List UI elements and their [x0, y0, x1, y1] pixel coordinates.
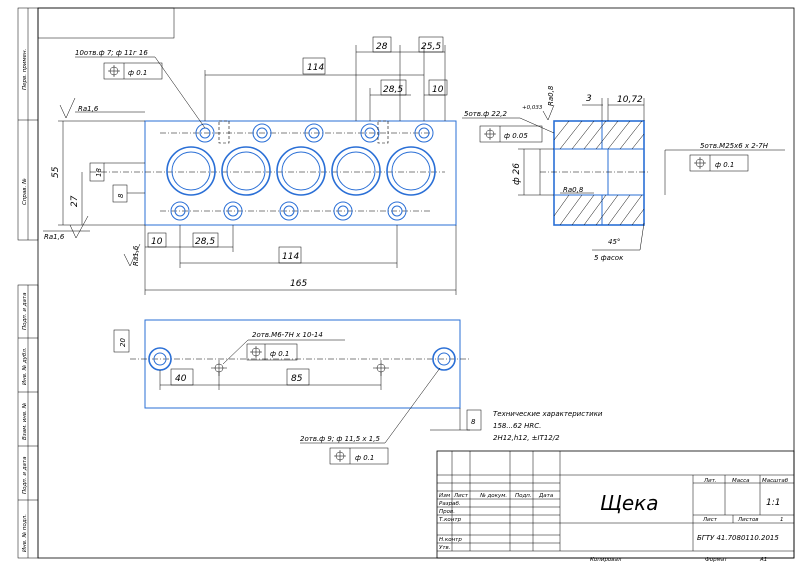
section-view: 3 10,72 ф 26 Ra0,8 Ra0,8 5отв.ф 22,2 +0,…	[462, 85, 785, 262]
tb-row-nkontr: Н.контр	[439, 537, 462, 543]
section-thread-callout: 5отв.М25х6 х 2-7H	[700, 142, 769, 150]
rough-ra16-bottom: Ra1,6	[132, 245, 140, 266]
side-strip: Перв. примен. Справ. № Подп. и дата Инв.…	[17, 7, 39, 559]
section-hole-callout: 5отв.ф 22,2	[464, 110, 508, 118]
chamfer-angle: 45°	[608, 238, 620, 246]
bottom-view-outline	[144, 319, 461, 409]
tb-lit: Лит.	[703, 478, 717, 484]
tb-col-sign: Подп.	[515, 493, 532, 499]
tb-row-tkontr: Т.контр	[439, 517, 462, 523]
tb-col-izm: Изм	[439, 493, 450, 499]
rough-ra16-top: Ra1,6	[78, 105, 99, 113]
tb-format-value: А1	[759, 557, 767, 563]
title-block: Изм Лист № докум. Подп. Дата Разраб. Про…	[436, 450, 795, 563]
dim-28-5-bottom: 28,5	[195, 237, 215, 247]
side-label-1: Справ. №	[22, 178, 28, 205]
tech-notes-line1: 158...62 HRC.	[493, 422, 541, 430]
side-label-5: Подп. и дата	[22, 456, 28, 494]
small-holes-top	[195, 123, 434, 143]
tech-notes: Технические характеристики 158...62 HRC.…	[493, 410, 603, 442]
tb-massa: Масса	[732, 478, 750, 484]
tech-notes-heading: Технические характеристики	[493, 410, 603, 418]
tb-listov-value: 1	[780, 517, 784, 523]
section-hole-tol-sup: +0,033	[522, 105, 543, 111]
tb-kopiroval: Копировал	[590, 557, 622, 563]
tb-list: Лист	[702, 517, 718, 523]
tb-col-list: Лист	[453, 493, 469, 499]
side-label-6: Инв. № подл.	[22, 514, 28, 552]
side-label-3: Инв. № дубл.	[22, 347, 28, 385]
dim-28: 28	[376, 42, 388, 52]
small-holes-bottom	[170, 201, 407, 221]
side-label-0: Перв. примен.	[22, 48, 28, 90]
side-label-2: Подп. и дата	[22, 292, 28, 330]
tb-format: Формат	[705, 557, 728, 563]
section-hatch	[553, 120, 645, 226]
bottom-view: 20 40 85 2отв.М6-7H х 10-14 ф 0.1 2отв.ф…	[113, 319, 482, 465]
dim-25-5: 25,5	[421, 42, 441, 52]
drawing-frame	[37, 7, 795, 559]
dim-40: 40	[175, 374, 187, 384]
bottom-hole-callout: 2отв.ф 9; ф 11,5 х 1,5	[300, 435, 380, 443]
large-bores	[166, 146, 436, 196]
tb-masshtab: Масштаб	[762, 478, 789, 484]
tb-listov: Листов	[737, 517, 759, 523]
dim-114-top: 114	[307, 63, 324, 73]
dim-8: 8	[117, 193, 125, 198]
dim-85: 85	[291, 374, 303, 384]
side-label-4: Взам. инв. №	[22, 402, 28, 440]
rough-ra08-top: Ra0,8	[547, 85, 555, 106]
dim-20: 20	[119, 338, 127, 347]
chamfer-note: 5 фасок	[594, 254, 624, 262]
dim-55: 55	[51, 166, 61, 178]
section-thread-tol: ф 0.1	[715, 161, 734, 169]
rough-ra16-left: Ra1,6	[44, 233, 65, 241]
dim-165: 165	[290, 279, 307, 289]
main-view-outline	[144, 120, 457, 226]
dim-18: 18	[95, 168, 103, 177]
tb-scale-value: 1:1	[766, 498, 780, 508]
section-outline	[553, 120, 645, 226]
dim-28-5-top: 28,5	[383, 85, 403, 95]
hole-callout-top: 10отв.ф 7; ф 11г 16	[75, 49, 148, 57]
bottom-thread-callout: 2отв.М6-7H х 10-14	[252, 331, 323, 339]
dim-114-bottom: 114	[282, 252, 299, 262]
dim-10-72: 10,72	[617, 95, 643, 105]
tb-doc-code: БГТУ 41.7080110.2015	[697, 534, 779, 542]
tb-row-prov: Пров.	[439, 509, 455, 515]
dim-10-bottom: 10	[151, 237, 163, 247]
bottom-hole-tol: ф 0.1	[355, 454, 374, 462]
hole-callout-top-tol: ф 0.1	[128, 69, 147, 77]
main-view: 114 28 25,5 28,5 10 55 27 18 8	[43, 36, 457, 295]
section-hole-callout-tol: ф 0.05	[504, 132, 528, 140]
top-stamp-box	[37, 7, 175, 39]
tb-row-utv: Утв.	[439, 545, 451, 551]
bottom-dim-8: 8	[471, 418, 476, 426]
dim-3: 3	[586, 94, 592, 104]
tech-notes-line2: 2Н12,h12, ±IT12/2	[493, 434, 560, 442]
dim-26: ф 26	[512, 163, 522, 185]
tb-col-date: Дата	[538, 493, 554, 499]
dim-10: 10	[432, 85, 444, 95]
tb-part-name: Щека	[600, 491, 659, 515]
tb-col-doc: № докум.	[479, 493, 507, 499]
rough-ra08-inner: Ra0,8	[563, 186, 584, 194]
bottom-thread-tol: ф 0.1	[270, 350, 289, 358]
tb-row-razrab: Разраб.	[439, 501, 461, 507]
dim-27: 27	[70, 195, 80, 207]
